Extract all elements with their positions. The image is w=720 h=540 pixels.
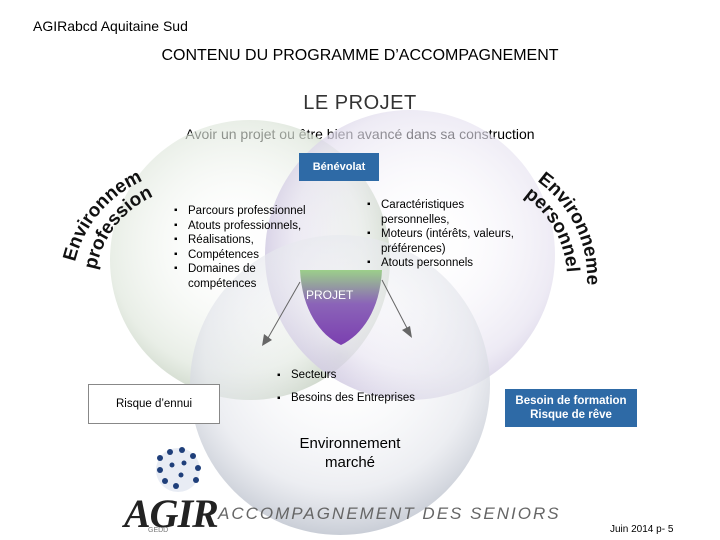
list-item: Atouts personnels <box>367 256 517 271</box>
training-need-label: Besoin de formation <box>515 395 627 407</box>
list-item: Domaines de compétences <box>174 262 324 291</box>
professional-bullets: Parcours professionnel Atouts profession… <box>174 204 324 291</box>
organization-name: AGIRabcd Aquitaine Sud <box>33 18 188 34</box>
footer-date: Juin 2014 p- 5 <box>610 524 674 535</box>
benevolat-box: Bénévolat <box>299 153 379 181</box>
connector-line-right <box>381 279 409 331</box>
list-item: Parcours professionnel <box>174 204 324 219</box>
slide-title: CONTENU DU PROGRAMME D’ACCOMPAGNEMENT <box>161 47 559 64</box>
list-item: Secteurs <box>277 364 477 387</box>
list-item: Compétences <box>174 248 324 263</box>
training-need-box: Besoin de formation Risque de rêve <box>505 389 637 427</box>
list-item: Atouts professionnels, <box>174 219 324 234</box>
market-environment-line2: marché <box>324 454 376 471</box>
risk-boredom-box: Risque d’ennui <box>88 384 220 424</box>
agir-logo: AGIR <box>124 491 219 536</box>
logo-tagline: ACCOMPAGNEMENT DES SENIORS <box>218 504 561 523</box>
list-item: Moteurs (intérêts, valeurs, préférences) <box>367 227 517 256</box>
list-item: Besoins des Entreprises <box>277 387 477 410</box>
logo-emblem-icon <box>156 447 201 492</box>
arrow-head-right <box>402 326 412 338</box>
dream-risk-label: Risque de rêve <box>530 409 612 421</box>
connector-line-left <box>267 281 301 339</box>
list-item: Réalisations, <box>174 233 324 248</box>
market-environment-label: Environnement marché <box>280 434 420 472</box>
list-item: Caractéristiques personnelles, <box>367 198 517 227</box>
personal-bullets: Caractéristiques personnelles, Moteurs (… <box>367 198 517 271</box>
market-bullets: Secteurs Besoins des Entreprises <box>277 364 477 410</box>
slide-subtitle: LE PROJET <box>303 92 417 114</box>
arrow-head-left <box>262 334 272 346</box>
agir-logo-sub: GEDD <box>148 527 169 534</box>
market-environment-line1: Environnement <box>299 435 401 452</box>
project-label: PROJET <box>306 288 354 302</box>
